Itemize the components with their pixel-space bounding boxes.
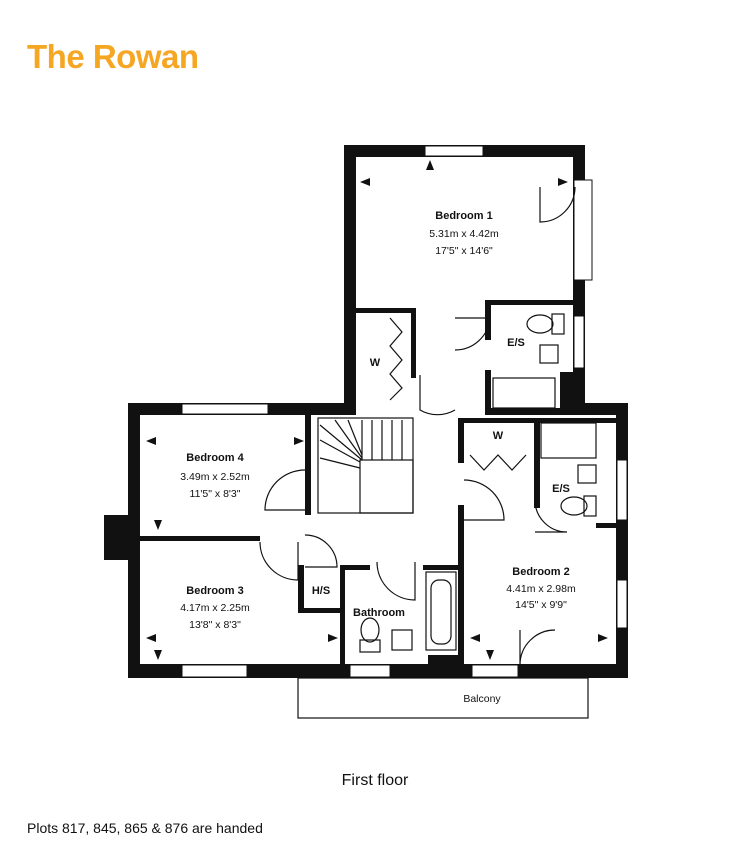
room-name-balcony: Balcony — [463, 693, 501, 705]
room-name-bedroom3: Bedroom 3 — [186, 585, 243, 597]
wardrobe-doors — [389, 317, 403, 401]
stair-treads — [319, 419, 403, 469]
wc — [359, 639, 381, 653]
wc-bowl — [360, 617, 380, 643]
wall — [485, 300, 491, 340]
staircase — [317, 417, 414, 514]
wall — [140, 536, 260, 541]
wall — [458, 418, 464, 463]
wall — [104, 515, 134, 560]
room-size-metric-bedroom1: 5.31m x 4.42m — [429, 228, 499, 240]
window — [349, 664, 391, 678]
bathtub-inner — [430, 579, 452, 645]
wall — [458, 505, 464, 665]
room-size-imperial-bedroom4: 11'5" x 8'3" — [190, 488, 241, 500]
wall — [298, 608, 343, 613]
room-size-imperial-bedroom1: 17'5" x 14'6" — [435, 245, 493, 257]
room-size-metric-bedroom2: 4.41m x 2.98m — [506, 583, 576, 595]
wall — [534, 418, 619, 423]
basin — [577, 464, 597, 484]
room-name-es2: E/S — [552, 483, 570, 495]
window — [181, 664, 248, 678]
wall — [534, 418, 540, 508]
wall — [340, 565, 370, 570]
wc-bowl — [560, 496, 588, 516]
room-size-metric-bedroom3: 4.17m x 2.25m — [180, 602, 250, 614]
wall — [485, 370, 491, 415]
room-name-w1: W — [370, 357, 381, 369]
window — [616, 579, 628, 629]
page-title: The Rowan — [27, 38, 199, 75]
room-size-imperial-bedroom3: 13'8" x 8'3" — [189, 619, 241, 631]
wall — [423, 565, 463, 570]
stair-landing — [359, 459, 414, 514]
wall — [411, 308, 416, 378]
window — [616, 459, 628, 521]
window — [573, 315, 585, 369]
window — [181, 403, 269, 415]
wall — [458, 418, 538, 423]
wall — [560, 372, 580, 412]
wall — [616, 403, 628, 678]
room-name-es1: E/S — [507, 337, 525, 349]
wall — [596, 523, 620, 528]
room-name-bedroom2: Bedroom 2 — [512, 566, 569, 578]
wall — [428, 655, 463, 665]
wall — [340, 565, 345, 665]
wall — [356, 308, 416, 313]
wc — [551, 313, 565, 335]
room-name-bedroom4: Bedroom 4 — [186, 452, 244, 464]
room-name-w2: W — [493, 430, 504, 442]
wall — [344, 145, 356, 415]
room-size-imperial-bedroom2: 14'5" x 9'9" — [515, 599, 567, 611]
basin — [391, 629, 413, 651]
basin — [539, 344, 559, 364]
shower-tray — [540, 422, 597, 459]
window — [471, 664, 519, 678]
wardrobe-doors — [469, 454, 527, 471]
dimension-arrows — [146, 160, 608, 660]
handed-plots-note: Plots 817, 845, 865 & 876 are handed — [27, 820, 263, 836]
window — [424, 145, 484, 157]
wc — [583, 495, 597, 517]
room-size-metric-bedroom4: 3.49m x 2.52m — [180, 471, 250, 483]
wall — [485, 408, 585, 415]
room-name-bedroom1: Bedroom 1 — [435, 210, 492, 222]
floor-label: First floor — [341, 772, 409, 789]
room-name-hs: H/S — [312, 585, 330, 597]
wall — [485, 300, 575, 305]
window — [573, 179, 593, 281]
wall — [298, 565, 304, 613]
wc-bowl — [526, 314, 554, 334]
doors — [259, 186, 576, 666]
balcony-outline — [297, 677, 589, 719]
wall — [305, 415, 311, 515]
bathtub — [425, 571, 457, 651]
room-name-bathroom: Bathroom — [353, 607, 405, 619]
wall — [573, 403, 628, 415]
shower-tray — [492, 377, 556, 409]
